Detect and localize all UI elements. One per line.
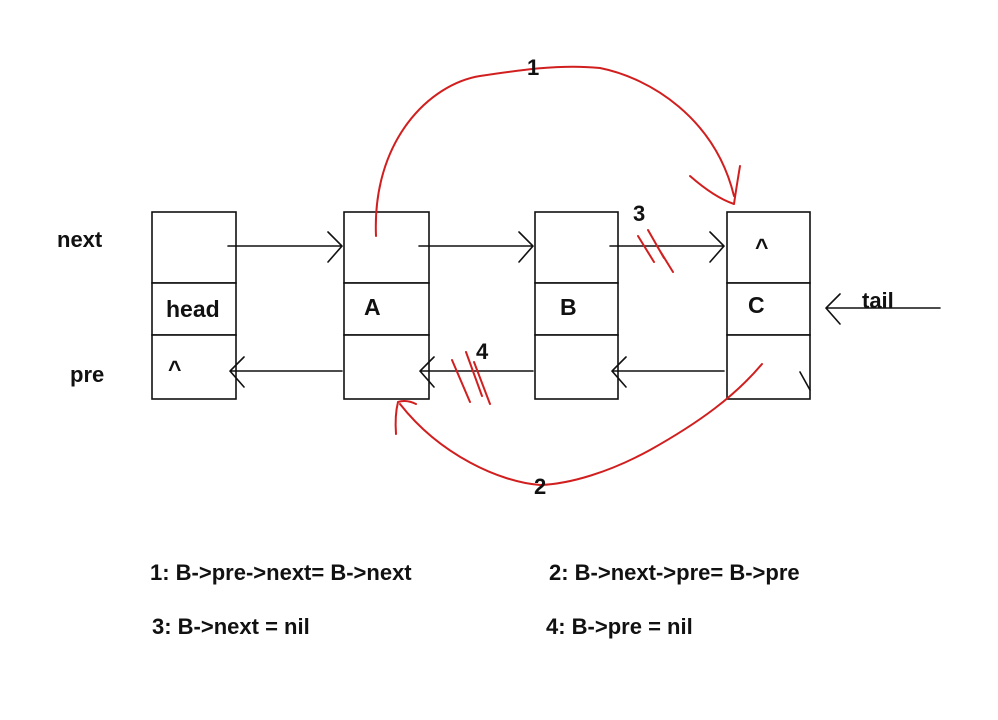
cut-mark-4 <box>451 351 491 405</box>
curve-2-arrowhead <box>394 399 417 435</box>
cut-mark-3 <box>637 229 674 273</box>
curve-1-arrowhead <box>689 165 741 205</box>
next-arrow-a-to-b <box>418 231 535 263</box>
node-c-data-cell <box>726 282 811 336</box>
node-a <box>343 211 430 400</box>
node-a-data-cell <box>343 282 430 336</box>
pre-arrow-a-to-head <box>228 356 343 388</box>
formula-2: 2: B->next->pre= B->pre <box>549 560 800 585</box>
node-c <box>726 211 811 400</box>
node-head-pre-value: ^ <box>168 356 182 382</box>
node-head-data-cell <box>151 282 237 336</box>
node-a-data: A <box>364 294 381 320</box>
node-b-pre-cell <box>534 334 619 400</box>
node-head-pre-cell <box>151 334 237 400</box>
step-number-1: 1 <box>527 55 540 80</box>
pre-arrows <box>228 356 811 391</box>
row-label-pre: pre <box>70 362 105 387</box>
annotations <box>374 65 763 486</box>
tail-label: tail <box>862 288 894 313</box>
node-head <box>151 211 237 400</box>
node-b <box>534 211 619 400</box>
formula-4: 4: B->pre = nil <box>546 614 693 639</box>
node-head-next-cell <box>151 211 237 284</box>
step-number-2: 2 <box>534 474 547 499</box>
node-c-next-value: ^ <box>755 234 769 260</box>
formula-3: 3: B->next = nil <box>152 614 310 639</box>
node-c-next-cell <box>726 211 811 284</box>
next-arrow-head-to-a <box>227 231 344 263</box>
curve-2-c-pre-to-a <box>399 363 763 486</box>
node-c-data: C <box>748 292 765 318</box>
step-number-4: 4 <box>476 339 489 364</box>
node-a-pre-cell <box>343 334 430 400</box>
node-head-data: head <box>166 296 220 322</box>
row-label-next: next <box>57 227 103 252</box>
formula-1: 1: B->pre->next= B->next <box>150 560 412 585</box>
pre-arrow-c-to-b <box>610 356 725 388</box>
next-arrow-b-to-c <box>609 231 726 263</box>
node-c-pre-cell <box>726 334 811 400</box>
c-pre-tick <box>799 371 811 391</box>
node-b-next-cell <box>534 211 619 284</box>
node-a-next-cell <box>343 211 430 284</box>
step-number-3: 3 <box>633 201 646 226</box>
next-arrows <box>227 231 726 263</box>
tail-arrow <box>824 293 941 325</box>
curve-1-a-next-to-c <box>374 65 735 237</box>
node-b-data: B <box>560 294 577 320</box>
